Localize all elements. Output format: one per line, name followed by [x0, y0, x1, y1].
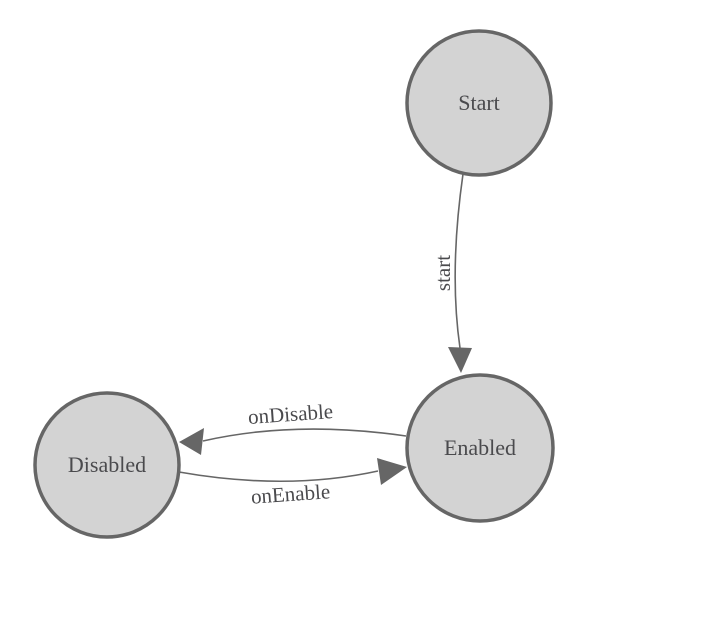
- state-node-disabled-circle: [33, 391, 181, 539]
- state-node-enabled: Enabled: [405, 373, 555, 523]
- state-node-start: Start: [405, 29, 553, 177]
- edge-line-enabled-to-disabled: [202, 428, 407, 442]
- state-node-enabled-label: Enabled: [444, 435, 516, 460]
- edge-line-start-to-enabled: [454, 173, 464, 349]
- state-node-start-label: Start: [458, 90, 500, 115]
- state-node-enabled-circle: [405, 373, 555, 523]
- state-node-disabled: Disabled: [33, 391, 181, 539]
- state-node-start-circle: [405, 29, 553, 177]
- arrowhead-right-icon: [377, 458, 407, 485]
- edge-label-start: start: [431, 255, 455, 291]
- edge-disabled-to-enabled: onEnable: [178, 458, 407, 509]
- arrowhead-down-icon: [448, 347, 472, 373]
- state-node-disabled-label: Disabled: [68, 452, 146, 477]
- arrowhead-left-icon: [179, 428, 204, 455]
- edge-enabled-to-disabled: onDisable: [179, 399, 407, 455]
- edge-label-onenable: onEnable: [250, 479, 331, 508]
- edge-line-disabled-to-enabled: [178, 470, 379, 483]
- edge-start-to-enabled: start: [431, 173, 472, 373]
- edge-label-ondisable: onDisable: [247, 399, 334, 429]
